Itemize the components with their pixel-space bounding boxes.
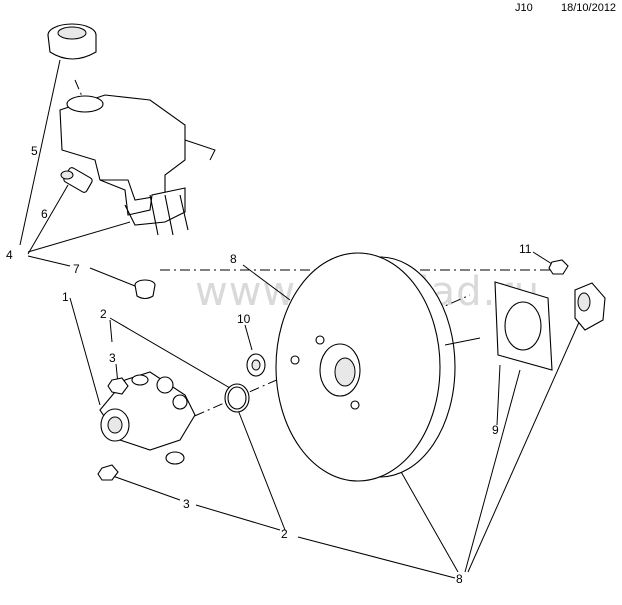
callout-8: 8: [230, 252, 237, 266]
callout-10: 10: [237, 312, 251, 326]
reservoir-cap: [47, 23, 97, 60]
level-sensor: [60, 167, 93, 193]
fluid-reservoir: [59, 94, 216, 236]
nut-booster: [548, 259, 569, 275]
callout-2: 2: [100, 307, 107, 321]
callout-1: 1: [62, 290, 69, 304]
leader-lines: [19, 59, 581, 579]
brake-booster: [275, 252, 481, 482]
callout-3: 3: [109, 351, 116, 365]
callout-3-lower: 3: [183, 497, 190, 511]
clevis: [574, 282, 606, 331]
diagram-date: 18/10/2012: [561, 2, 617, 14]
callout-2-lower: 2: [281, 527, 288, 541]
nut-upper: [107, 377, 129, 395]
callout-5: 5: [31, 144, 38, 158]
callout-4: 4: [6, 248, 13, 262]
axis-line-cap: [74, 79, 91, 116]
callout-9: 9: [492, 423, 499, 437]
callout-6: 6: [41, 207, 48, 221]
o-ring: [224, 383, 250, 413]
seal: [246, 353, 266, 377]
callout-8-lower: 8: [456, 572, 463, 586]
gasket: [494, 281, 553, 371]
callout-11: 11: [519, 242, 532, 256]
nut-lower: [97, 464, 119, 481]
diagram-code: J10: [515, 2, 533, 14]
callout-7: 7: [73, 262, 80, 276]
grommet: [134, 279, 156, 300]
callout-labels: 1 2 2 3 3 4 5 6 7 8 8 9 10 11: [6, 144, 532, 586]
